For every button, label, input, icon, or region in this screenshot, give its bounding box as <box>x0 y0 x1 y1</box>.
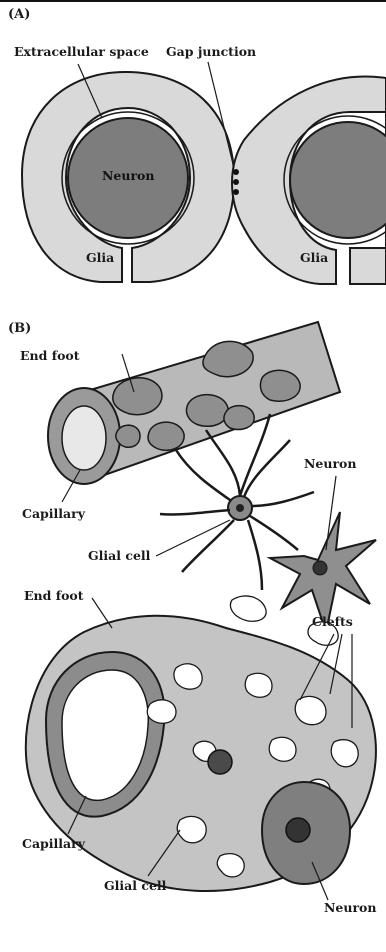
panel-b-tag: (B) <box>8 322 31 335</box>
neuron-label-a: Neuron <box>102 170 154 183</box>
neuron-label-c: Neuron <box>324 902 376 915</box>
glial-cell-label-b: Glial cell <box>88 550 150 563</box>
capillary-label-b: Capillary <box>22 508 85 521</box>
end-foot-label-c: End foot <box>24 590 84 603</box>
glia-left-label: Glia <box>86 252 114 265</box>
glia-right-label: Glia <box>300 252 328 265</box>
glial-cell-label-c: Glial cell <box>104 880 166 893</box>
extracellular-space-label: Extracellular space <box>14 46 149 59</box>
gap-junction-label: Gap junction <box>166 46 256 59</box>
panel-a-tag: (A) <box>8 8 30 21</box>
clefts-label: Clefts <box>312 616 353 629</box>
neuron-label-b: Neuron <box>304 458 356 471</box>
capillary-label-c: Capillary <box>22 838 85 851</box>
end-foot-label-b: End foot <box>20 350 80 363</box>
